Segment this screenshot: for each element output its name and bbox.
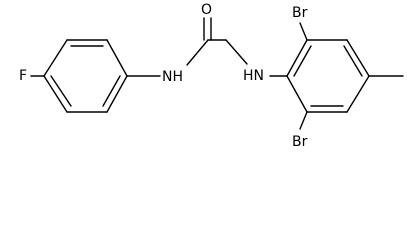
molecule-structure-diagram: F NH O HN Br Br [19, 2, 404, 150]
bond-ring2-double-1 [293, 45, 312, 77]
bond-ring2-f [286, 75, 308, 113]
atom-labels: F NH O HN Br Br [19, 2, 308, 150]
bond-ring1-d [106, 75, 128, 113]
atom-fluorine: F [19, 68, 27, 84]
bond-ring1-double-2 [102, 75, 121, 107]
atom-carbonyl-oxygen: O [201, 2, 212, 18]
bond-ring1-c [106, 39, 128, 77]
bond-nh-carbonyl [186, 39, 209, 66]
bond-ring2-a [286, 39, 308, 77]
bonds [30, 17, 404, 130]
bond-ring2-double-2 [343, 45, 363, 77]
atom-bromine-top: Br [292, 5, 308, 21]
bond-ring-br-top [299, 22, 308, 41]
bond-ring-br-bottom [299, 111, 308, 130]
atom-amide-nitrogen: NH [162, 69, 183, 85]
atom-bromine-bottom: Br [292, 134, 308, 150]
bond-ring1-f [43, 75, 68, 113]
bond-ring1-double-3 [50, 75, 72, 107]
bond-ch2-hn [225, 39, 248, 65]
atom-amine-nitrogen: HN [243, 68, 264, 84]
bond-ring2-d [346, 75, 370, 113]
bond-ring1-a [43, 39, 68, 77]
bond-ring2-c [346, 39, 370, 77]
